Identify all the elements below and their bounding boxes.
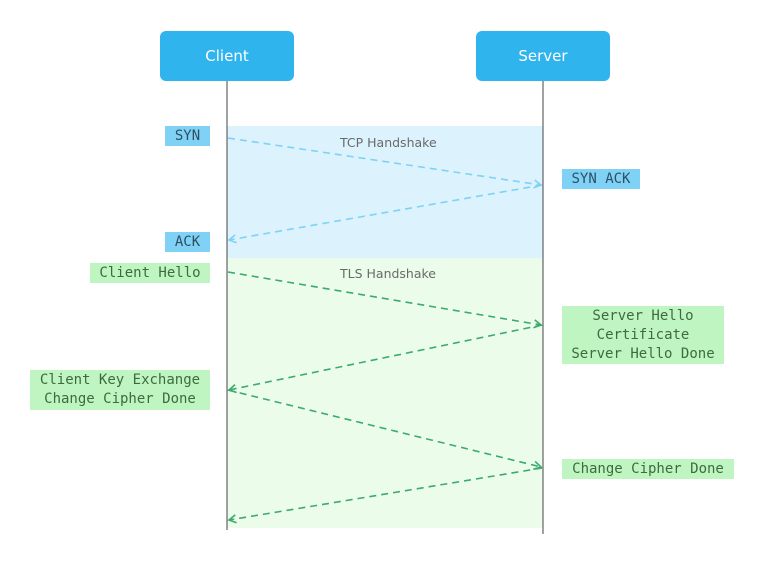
syn-label: SYN [165,126,210,146]
tls-region [227,258,543,528]
syn-ack-label: SYN ACK [562,169,640,189]
client-key-exchange-line: Client Key Exchange [39,372,201,388]
ack-label: ACK [165,232,210,252]
syn-ack-arrow [227,184,543,244]
server-hello-done-line: Server Hello Done [571,345,715,362]
server-hello-label: Server Hello Certificate Server Hello Do… [562,306,724,364]
client-actor: Client [160,31,294,81]
certificate-line: Certificate [596,326,690,343]
tcp-region [227,126,543,258]
change-cipher-arrow [227,467,543,524]
client-key-exchange-arrow [227,389,543,470]
client-hello-label: Client Hello [90,263,210,283]
change-cipher-done-line: Change Cipher Done [44,391,196,407]
server-hello-line: Server Hello [592,307,694,324]
server-change-cipher-label: Change Cipher Done [562,459,734,479]
syn-arrow [227,137,543,189]
client-hello-arrow [227,271,543,329]
server-hello-arrow [227,324,543,394]
tls-section-title: TLS Handshake [340,266,437,281]
client-key-exchange-label: Client Key Exchange Change Cipher Done [30,370,210,410]
server-actor: Server [476,31,610,81]
tcp-section-title: TCP Handshake [340,135,437,150]
